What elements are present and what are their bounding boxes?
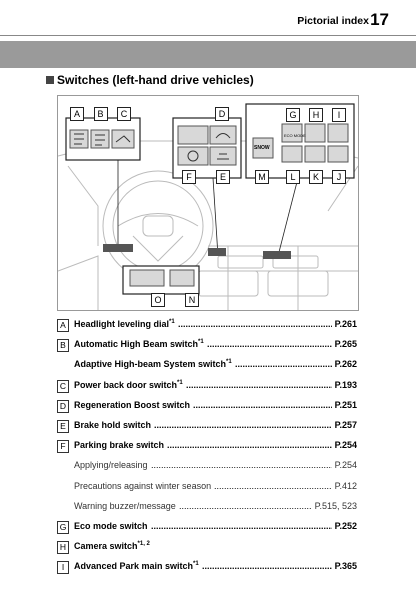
entry-page[interactable]: P.193 [334, 379, 357, 390]
entry-page[interactable]: P.412 [334, 480, 357, 491]
entry-letter: C [57, 379, 69, 393]
callout-a: A [70, 107, 84, 121]
list-item: Applying/releasing P.254.................… [57, 457, 357, 477]
dot-leader: ........................................… [235, 359, 332, 370]
callout-l: L [286, 170, 300, 184]
entry-name: Precautions against winter season [74, 480, 212, 491]
entry-page[interactable]: P.261 [334, 319, 357, 329]
entry-note: *1, 2 [137, 541, 150, 548]
dot-leader: ........................................… [151, 520, 332, 531]
callout-h: H [309, 108, 323, 122]
entry-page[interactable]: P.252 [334, 520, 357, 531]
entry-name: Regeneration Boost switch [74, 399, 191, 410]
list-item: Adaptive High-beam System switch*1 P.262.… [57, 356, 357, 376]
callout-n: N [185, 293, 199, 307]
entry-name: Power back door switch*1 [74, 379, 183, 390]
list-item: H Camera switch*1, 2 [57, 538, 357, 558]
entry-name: Parking brake switch [74, 440, 165, 451]
snow-label: SNOW [254, 145, 270, 151]
callout-f: F [182, 170, 196, 184]
callout-d: D [215, 107, 229, 121]
entry-page[interactable]: P.257 [334, 419, 357, 430]
entry-name: Brake hold switch [74, 419, 152, 430]
list-item: Warning buzzer/message P.515, 523........… [57, 498, 357, 518]
entry-letter: G [57, 520, 69, 534]
list-item: B Automatic High Beam switch*1 P.265......… [57, 336, 357, 356]
callout-m: M [255, 170, 269, 184]
entry-note: *1 [169, 319, 175, 325]
entry-note: *1 [177, 379, 183, 386]
callout-k: K [309, 170, 323, 184]
callout-g: G [286, 108, 300, 122]
eco-label: ECO MODE [284, 133, 306, 138]
section-title-text: Switches (left-hand drive vehicles) [57, 73, 254, 87]
entry-name: Adaptive High-beam System switch*1 [74, 359, 232, 370]
entry-letter: F [57, 440, 69, 454]
header-title: Pictorial index [297, 15, 369, 27]
callout-i: I [332, 108, 346, 122]
entry-page[interactable]: P.515, 523 [314, 500, 357, 511]
dot-leader: ........................................… [179, 500, 312, 511]
switch-list: A Headlight leveling dial*1 P.261.........… [57, 316, 357, 578]
entry-note: *1 [193, 561, 199, 568]
list-item: F Parking brake switch P.254..............… [57, 437, 357, 457]
entry-letter: I [57, 561, 69, 575]
entry-letter: B [57, 339, 69, 353]
callout-b: B [93, 107, 108, 121]
callout-e: E [216, 170, 230, 184]
list-item: E Brake hold switch P.257.................… [57, 417, 357, 437]
entry-name: Automatic High Beam switch*1 [74, 339, 204, 350]
page-number: 17 [370, 10, 389, 29]
entry-page[interactable]: P.265 [334, 339, 357, 350]
dot-leader: ........................................… [193, 399, 332, 410]
entry-name: Camera switch*1, 2 [74, 541, 150, 552]
list-item: I Advanced Park main switch*1 P.365.......… [57, 558, 357, 578]
header-rule [0, 35, 416, 36]
entry-letter: E [57, 419, 69, 433]
dot-leader: ........................................… [178, 319, 332, 329]
dot-leader: ........................................… [167, 440, 332, 451]
callout-j: J [332, 170, 346, 184]
entry-name: Headlight leveling dial*1 [74, 319, 175, 329]
entry-name: Applying/releasing [74, 460, 148, 471]
entry-letter: H [57, 541, 69, 555]
list-item: D Regeneration Boost switch P.251.........… [57, 397, 357, 417]
section-title: Switches (left-hand drive vehicles) [46, 73, 254, 87]
entry-page[interactable]: P.254 [334, 460, 357, 471]
entry-letter: D [57, 399, 69, 413]
entry-page[interactable]: P.254 [334, 440, 357, 451]
section-square-icon [46, 76, 54, 84]
entry-letter: A [57, 319, 69, 332]
dot-leader: ........................................… [186, 379, 332, 390]
list-item: C Power back door switch*1 P.193..........… [57, 377, 357, 397]
switch-illustration: A B C D F E G H I M L K J O N SNOW ECO M… [57, 95, 359, 311]
entry-page[interactable]: P.365 [334, 561, 357, 572]
entry-page[interactable]: P.251 [334, 399, 357, 410]
entry-page[interactable]: P.262 [334, 359, 357, 370]
entry-name: Advanced Park main switch*1 [74, 561, 199, 572]
dot-leader: ........................................… [214, 480, 332, 491]
dot-leader: ........................................… [202, 561, 332, 572]
entry-note: *1 [226, 359, 232, 366]
dashboard-drawing [58, 103, 358, 310]
entry-note: *1 [198, 339, 204, 346]
dot-leader: ........................................… [207, 339, 332, 350]
entry-name: Eco mode switch [74, 520, 148, 531]
callout-c: C [117, 107, 132, 121]
list-item: Precautions against winter season P.412..… [57, 478, 357, 498]
entry-name: Warning buzzer/message [74, 500, 176, 511]
callout-o: O [151, 293, 165, 307]
list-item: A Headlight leveling dial*1 P.261.........… [57, 316, 357, 336]
dot-leader: ........................................… [151, 460, 332, 471]
list-item: G Eco mode switch P.252...................… [57, 518, 357, 538]
grey-band [0, 41, 416, 68]
dot-leader: ........................................… [154, 419, 332, 430]
